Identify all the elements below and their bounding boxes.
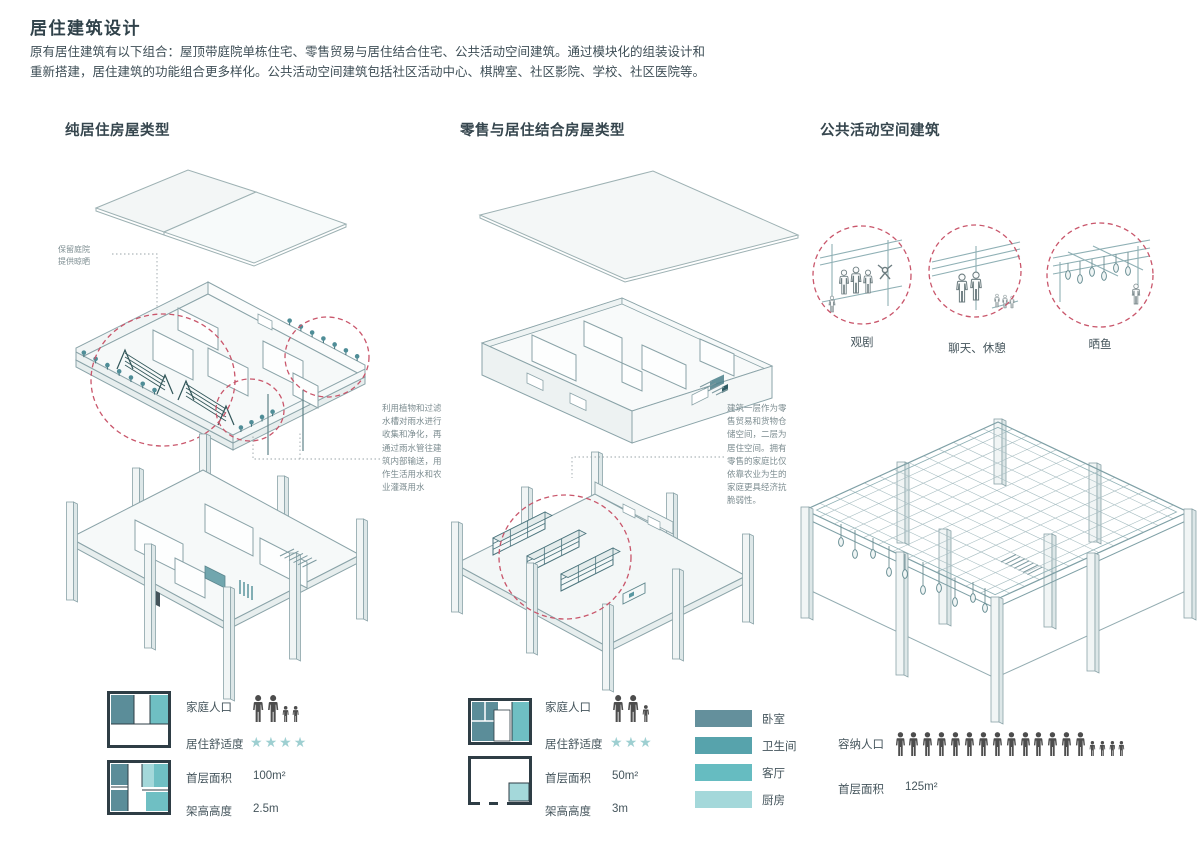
- room-legend-bedroom: 卧室: [695, 710, 785, 727]
- family-size-icons-retail: [610, 694, 651, 722]
- kitchen-label: 厨房: [762, 794, 785, 807]
- room-legend-kitchen: 厨房: [695, 791, 785, 808]
- person-icon: [1076, 732, 1086, 756]
- person-icon: [612, 695, 623, 722]
- axon-floor-retail: [480, 297, 774, 444]
- bathroom-swatch: [695, 737, 752, 754]
- bedroom-label: 卧室: [762, 713, 785, 726]
- height-label-residential: 架高高度: [186, 806, 232, 818]
- capacity-label-public: 容纳人口: [838, 739, 884, 751]
- room-legend-bathroom: 卫生间: [695, 737, 797, 754]
- area-value-residential: 100m²: [253, 770, 286, 782]
- star-icon: ★: [279, 734, 294, 750]
- star-icon: ★: [624, 734, 640, 750]
- comfort-stars-residential: ★★★★: [250, 734, 308, 752]
- family-size-label-residential: 家庭人口: [186, 702, 232, 714]
- kitchen-swatch: [695, 791, 752, 808]
- axon-roof-retail: [478, 170, 800, 283]
- height-value-residential: 2.5m: [253, 803, 279, 815]
- area-label-retail: 首层面积: [545, 773, 591, 785]
- person-icon: [1062, 732, 1072, 756]
- person-icon: [895, 732, 905, 756]
- heading-public: 公共活动空间建筑: [820, 123, 940, 139]
- person-icon: [923, 732, 933, 756]
- family-size-icons-residential: [250, 694, 301, 722]
- floorplan-retail-lower: [468, 756, 532, 805]
- annotation-courtyard: 保留庭院 提供晾晒: [58, 245, 90, 267]
- floorplan-residential-lower: [107, 760, 171, 815]
- livingroom-swatch: [695, 764, 752, 781]
- height-value-retail: 3m: [612, 803, 628, 815]
- axon-frame-retail: [451, 451, 754, 693]
- area-value-public: 125m²: [905, 781, 938, 793]
- axon-frame-residential: [66, 433, 368, 702]
- person-icon: [964, 732, 974, 756]
- person-icon: [1020, 732, 1030, 756]
- area-label-residential: 首层面积: [186, 773, 232, 785]
- axon-floor-residential: [74, 281, 370, 451]
- capacity-icons-public: [893, 730, 1127, 756]
- person-icon: [293, 706, 300, 722]
- person-icon: [1089, 741, 1096, 756]
- family-size-label-retail: 家庭人口: [545, 702, 591, 714]
- person-icon: [252, 695, 263, 722]
- person-icon: [950, 732, 961, 756]
- star-icon: ★: [250, 734, 265, 750]
- public-scene-vignettes: [812, 222, 1154, 328]
- intro-line-1: 原有居住建筑有以下组合：屋顶带庭院单栋住宅、零售贸易与居住结合住宅、公共活动空间…: [30, 45, 706, 59]
- intro-line-2: 重新搭建，居住建筑的功能组合更多样化。公共活动空间建筑包括社区活动中心、棋牌室、…: [30, 65, 706, 79]
- heading-residential: 纯居住房屋类型: [65, 123, 170, 139]
- area-label-public: 首层面积: [838, 784, 884, 796]
- room-legend-livingroom: 客厅: [695, 764, 785, 781]
- comfort-label-residential: 居住舒适度: [186, 739, 244, 751]
- axon-frame-public: [800, 418, 1197, 725]
- person-icon: [1109, 741, 1115, 756]
- height-label-retail: 架高高度: [545, 806, 591, 818]
- heading-retail: 零售与居住结合房屋类型: [460, 123, 625, 139]
- person-icon: [978, 732, 988, 756]
- page-title: 居住建筑设计: [30, 19, 141, 38]
- intro-paragraph: 原有居住建筑有以下组合：屋顶带庭院单栋住宅、零售贸易与居住结合住宅、公共活动空间…: [30, 42, 820, 82]
- person-icon: [267, 695, 279, 722]
- bedroom-swatch: [695, 710, 752, 727]
- axon-roof-residential: [94, 169, 348, 267]
- star-icon: ★: [264, 734, 280, 750]
- comfort-stars-retail: ★★★: [610, 734, 654, 752]
- annotation-retail: 建筑一层作为零售贸易和货物仓储空间，二层为居住空间。拥有零售的家庭比仅依靠农业为…: [727, 403, 787, 506]
- person-icon: [992, 732, 1002, 756]
- person-icon: [937, 732, 947, 756]
- person-icon: [1099, 741, 1105, 756]
- livingroom-label: 客厅: [762, 767, 785, 780]
- person-icon: [1034, 732, 1044, 756]
- bathroom-label: 卫生间: [762, 740, 797, 753]
- floorplan-retail-upper: [468, 698, 532, 745]
- scene-label-chat-rest: 聊天、休憩: [948, 343, 1006, 355]
- floorplan-residential-upper: [107, 691, 171, 748]
- scene-label-fish-drying: 晒鱼: [1088, 339, 1112, 351]
- area-value-retail: 50m²: [612, 770, 639, 782]
- person-icon: [642, 705, 650, 722]
- person-icon: [627, 695, 639, 722]
- person-icon: [909, 732, 919, 756]
- person-icon: [1118, 741, 1125, 756]
- scene-label-theater: 观剧: [850, 337, 874, 349]
- person-icon: [282, 706, 289, 722]
- star-icon: ★: [293, 734, 309, 750]
- star-icon: ★: [610, 734, 625, 750]
- star-icon: ★: [639, 734, 654, 750]
- person-icon: [1048, 732, 1058, 756]
- annotation-rainwater: 利用植物和过滤水槽对雨水进行收集和净化，再通过雨水管往建筑内部输送，用作生活用水…: [382, 403, 442, 493]
- person-icon: [1006, 732, 1016, 756]
- comfort-label-retail: 居住舒适度: [545, 739, 603, 751]
